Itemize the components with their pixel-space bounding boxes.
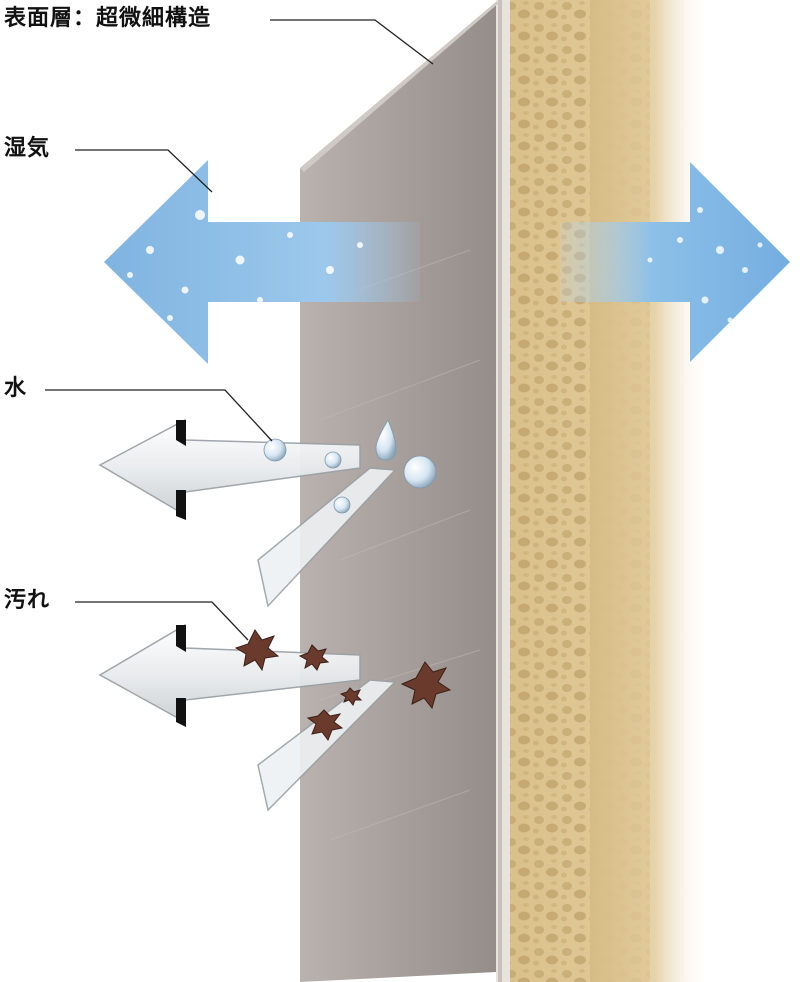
foam-layer [496, 0, 710, 982]
leader-surface [270, 19, 434, 65]
water-arrow [98, 418, 437, 608]
label-dirt: 汚れ [4, 588, 51, 613]
surface-panel [300, 2, 500, 982]
dirt-arrow [98, 623, 452, 812]
leader-water [45, 389, 273, 442]
moisture-arrow-left [104, 160, 420, 364]
label-water: 水 [4, 376, 28, 401]
leader-dirt [75, 601, 249, 641]
leader-moisture [75, 149, 213, 193]
leader-lines [45, 19, 434, 641]
moisture-arrow-right [560, 162, 790, 362]
label-surface-layer: 表面層：超微細構造 [4, 6, 212, 31]
label-moisture: 湿気 [4, 136, 51, 161]
